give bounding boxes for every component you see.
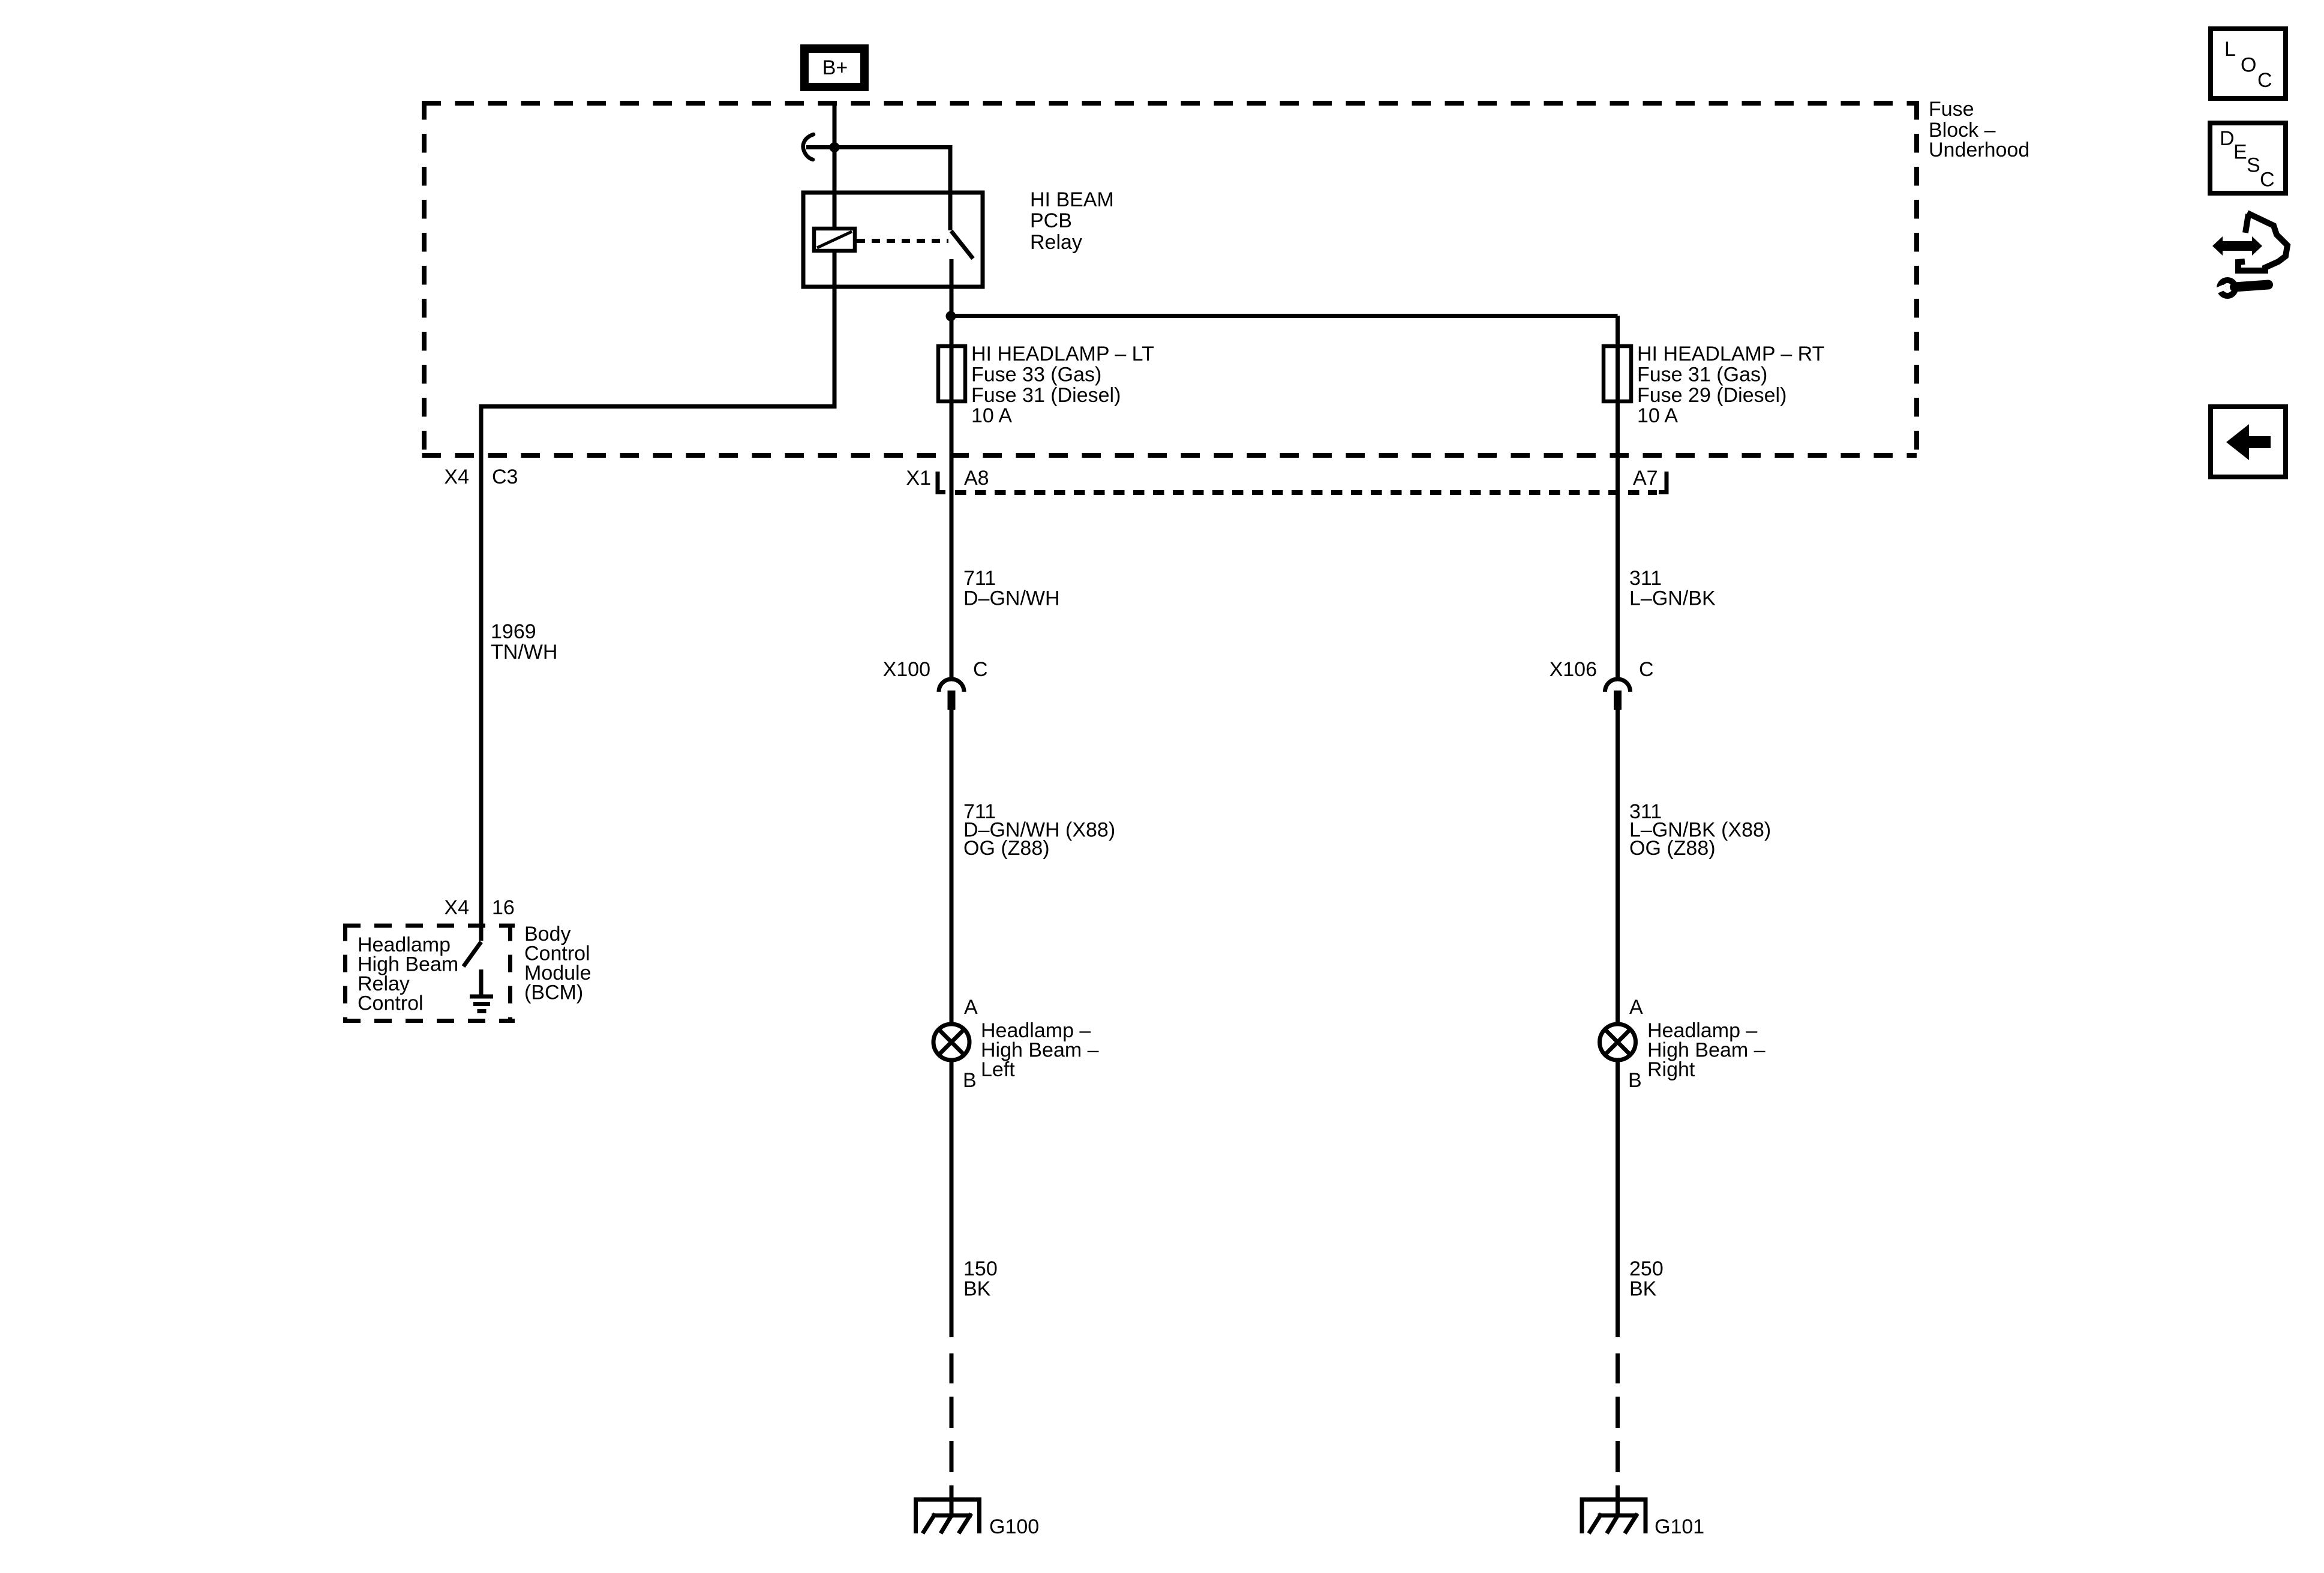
svg-text:Left: Left	[981, 1058, 1015, 1081]
svg-text:High Beam: High Beam	[358, 953, 458, 976]
svg-text:HI HEADLAMP – LT: HI HEADLAMP – LT	[971, 343, 1154, 365]
svg-text:A: A	[964, 996, 978, 1019]
svg-text:A7: A7	[1633, 467, 1658, 490]
svg-text:1969: 1969	[491, 620, 536, 643]
svg-text:Headlamp: Headlamp	[358, 933, 451, 956]
svg-text:Control: Control	[358, 992, 424, 1015]
svg-text:HI HEADLAMP – RT: HI HEADLAMP – RT	[1637, 343, 1824, 365]
svg-text:Right: Right	[1647, 1058, 1695, 1081]
svg-text:Block –: Block –	[1929, 119, 1996, 142]
svg-text:711: 711	[963, 800, 996, 823]
svg-text:C: C	[2260, 169, 2275, 191]
svg-text:Underhood: Underhood	[1929, 139, 2029, 161]
svg-text:Fuse 33 (Gas): Fuse 33 (Gas)	[971, 364, 1101, 386]
svg-text:X1: X1	[906, 467, 931, 490]
svg-text:G101: G101	[1655, 1515, 1704, 1538]
svg-text:D: D	[2220, 127, 2235, 150]
svg-text:A: A	[1629, 996, 1643, 1019]
svg-text:S: S	[2247, 154, 2260, 177]
svg-text:Fuse 29 (Diesel): Fuse 29 (Diesel)	[1637, 384, 1786, 407]
svg-text:TN/WH: TN/WH	[491, 641, 557, 664]
svg-text:Headlamp –: Headlamp –	[981, 1019, 1091, 1042]
svg-text:D–GN/WH: D–GN/WH	[963, 587, 1060, 610]
svg-text:250: 250	[1629, 1257, 1664, 1280]
svg-text:711: 711	[963, 567, 996, 590]
svg-text:Relay: Relay	[1030, 231, 1082, 254]
svg-text:D–GN/WH (X88): D–GN/WH (X88)	[963, 819, 1115, 842]
svg-text:B+: B+	[822, 56, 848, 79]
svg-text:L–GN/BK: L–GN/BK	[1629, 587, 1716, 610]
svg-text:311: 311	[1629, 567, 1662, 590]
svg-text:Module: Module	[524, 962, 591, 984]
svg-text:G100: G100	[989, 1515, 1039, 1538]
svg-text:Relay: Relay	[358, 972, 410, 995]
svg-text:X4: X4	[444, 466, 469, 488]
svg-text:311: 311	[1629, 800, 1662, 823]
svg-text:High Beam –: High Beam –	[981, 1039, 1099, 1062]
svg-text:(BCM): (BCM)	[524, 981, 583, 1004]
svg-text:OG (Z88): OG (Z88)	[1629, 837, 1716, 860]
svg-text:C: C	[1639, 658, 1654, 681]
svg-text:Fuse 31 (Gas): Fuse 31 (Gas)	[1637, 364, 1767, 386]
svg-text:Headlamp –: Headlamp –	[1647, 1019, 1757, 1042]
svg-text:B: B	[1628, 1069, 1642, 1092]
svg-text:L: L	[2224, 38, 2236, 61]
svg-text:10 A: 10 A	[1637, 404, 1678, 427]
svg-text:C3: C3	[492, 466, 518, 488]
svg-text:X100: X100	[883, 658, 930, 681]
svg-text:Body: Body	[524, 923, 571, 945]
svg-text:X106: X106	[1550, 658, 1597, 681]
svg-text:150: 150	[963, 1257, 998, 1280]
svg-text:O: O	[2241, 54, 2256, 77]
svg-text:B: B	[963, 1069, 977, 1092]
svg-text:Control: Control	[524, 942, 590, 965]
svg-text:C: C	[973, 658, 988, 681]
svg-text:10 A: 10 A	[971, 404, 1012, 427]
svg-text:C: C	[2257, 69, 2272, 92]
svg-text:L–GN/BK (X88): L–GN/BK (X88)	[1629, 819, 1771, 842]
svg-text:PCB: PCB	[1030, 209, 1072, 232]
svg-text:16: 16	[492, 896, 515, 919]
svg-text:E: E	[2233, 141, 2247, 164]
svg-text:Fuse 31 (Diesel): Fuse 31 (Diesel)	[971, 384, 1121, 407]
svg-text:X4: X4	[444, 896, 469, 919]
svg-text:BK: BK	[963, 1278, 991, 1301]
svg-text:A8: A8	[964, 467, 989, 490]
svg-text:High Beam –: High Beam –	[1647, 1039, 1765, 1062]
svg-text:Fuse: Fuse	[1929, 98, 1974, 121]
svg-text:OG (Z88): OG (Z88)	[963, 837, 1050, 860]
svg-text:HI BEAM: HI BEAM	[1030, 188, 1114, 211]
svg-text:BK: BK	[1629, 1278, 1657, 1301]
